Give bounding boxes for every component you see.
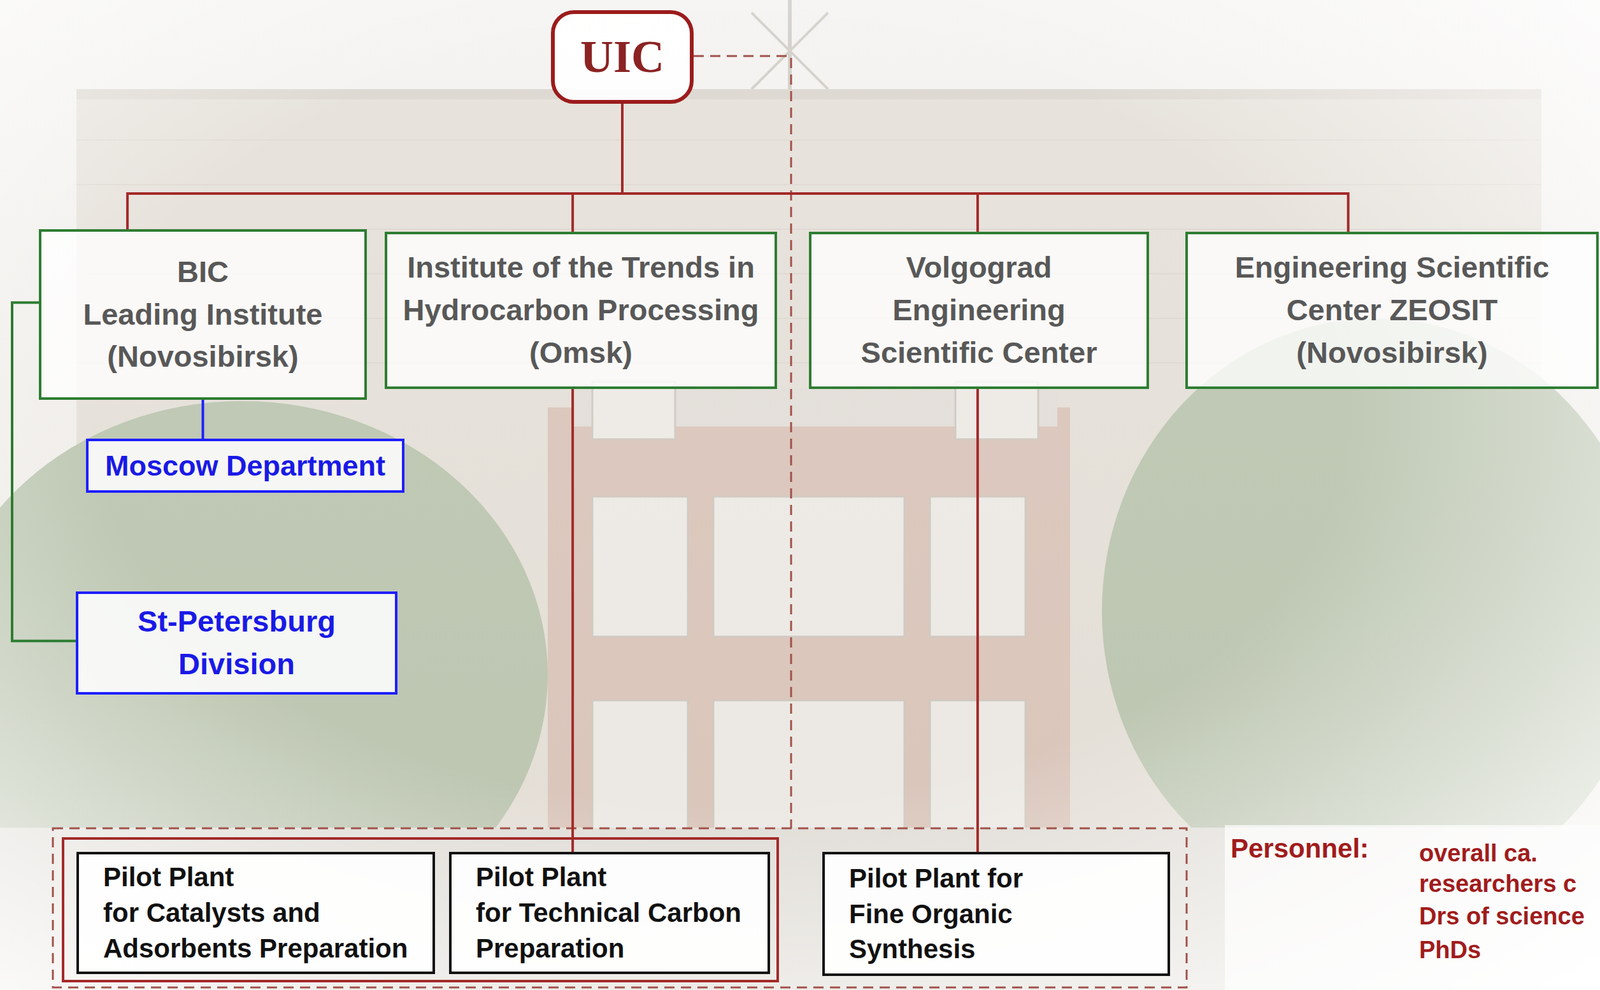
connector-line xyxy=(127,103,623,230)
connector-line xyxy=(976,389,979,853)
node-text: for Technical Carbon Preparation xyxy=(475,895,762,967)
node-title: Engineering Scientific Center ZEOSIT (No… xyxy=(1200,246,1584,374)
pilot-plant-box: Pilot Plantfor Technical Carbon Preparat… xyxy=(449,852,771,975)
institute-box: Engineering Scientific Center ZEOSIT (No… xyxy=(1185,231,1599,390)
node-title: Pilot Plant xyxy=(103,859,234,896)
personnel-note: researchers c xyxy=(1419,870,1577,899)
node-title: Pilot Plant for Fine Organic Synthesis xyxy=(849,861,1066,969)
connector-line xyxy=(622,103,1349,232)
node-title: St-Petersburg Division xyxy=(91,600,383,686)
connector-line xyxy=(572,103,623,232)
node-title: BIC xyxy=(177,250,229,294)
node-title: Institute of the Trends in Hydrocarbon P… xyxy=(394,246,767,374)
node-title: Volgograd Engineering Scientific Center xyxy=(843,246,1115,374)
group-frame xyxy=(63,838,778,982)
pilot-plant-box: Pilot Plant for Fine Organic Synthesis xyxy=(822,852,1171,977)
node-title: Pilot Plant xyxy=(475,859,607,896)
division-box: St-Petersburg Division xyxy=(75,591,398,695)
root-box: UIC xyxy=(550,10,694,104)
institute-box: Volgograd Engineering Scientific Center xyxy=(808,231,1150,390)
personnel-panel xyxy=(1224,825,1600,990)
personnel-heading: Personnel: xyxy=(1230,833,1369,865)
node-title: Moscow Department xyxy=(105,449,386,484)
connector-line xyxy=(201,400,205,439)
connector-line xyxy=(571,389,574,853)
node-text: Leading Institute (Novosibirsk) xyxy=(54,293,352,379)
node-text: for Catalysts and Adsorbents Preparation xyxy=(103,895,427,967)
personnel-note: Drs of science xyxy=(1419,903,1585,932)
node-title: UIC xyxy=(580,31,665,83)
personnel-note: PhDs xyxy=(1419,936,1481,965)
institute-box: Institute of the Trends in Hydrocarbon P… xyxy=(384,231,778,390)
connector-line xyxy=(622,103,978,232)
personnel-note: overall ca. xyxy=(1419,840,1538,869)
pilot-plant-box: Pilot Plantfor Catalysts and Adsorbents … xyxy=(76,852,436,975)
dashed-group-frame xyxy=(52,828,1187,988)
institute-box: BICLeading Institute (Novosibirsk) xyxy=(38,229,367,400)
division-box: Moscow Department xyxy=(85,438,405,493)
dashed-link xyxy=(693,56,792,829)
